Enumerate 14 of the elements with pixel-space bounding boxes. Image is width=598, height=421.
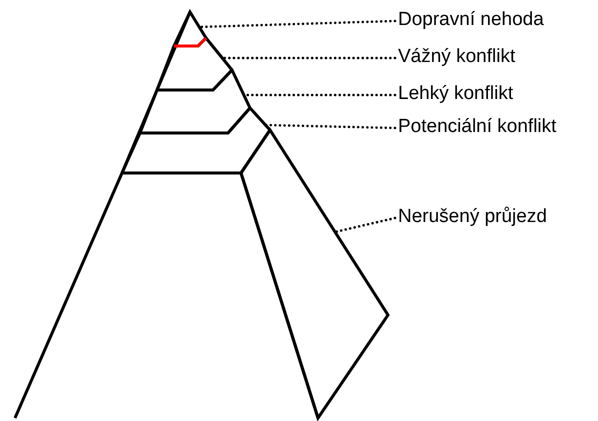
callout-label: Lehký konflikt: [398, 83, 514, 105]
pyramid-tier: [156, 36, 234, 92]
pyramid-tier: [138, 68, 252, 134]
leader-line: [198, 20, 396, 28]
callout-label: Vážný konflikt: [398, 46, 516, 68]
leader-line: [220, 56, 396, 60]
callout-label: Potenciální konflikt: [398, 116, 556, 138]
callout-label: Dopravní nehoda: [398, 9, 544, 31]
callout-label: Nerušený průjezd: [398, 206, 547, 228]
leader-line: [334, 216, 396, 234]
leader-line: [264, 124, 396, 130]
pyramid-side-face: [239, 127, 390, 421]
pyramid-tier: [120, 106, 272, 174]
pyramid-apex: [172, 8, 208, 48]
